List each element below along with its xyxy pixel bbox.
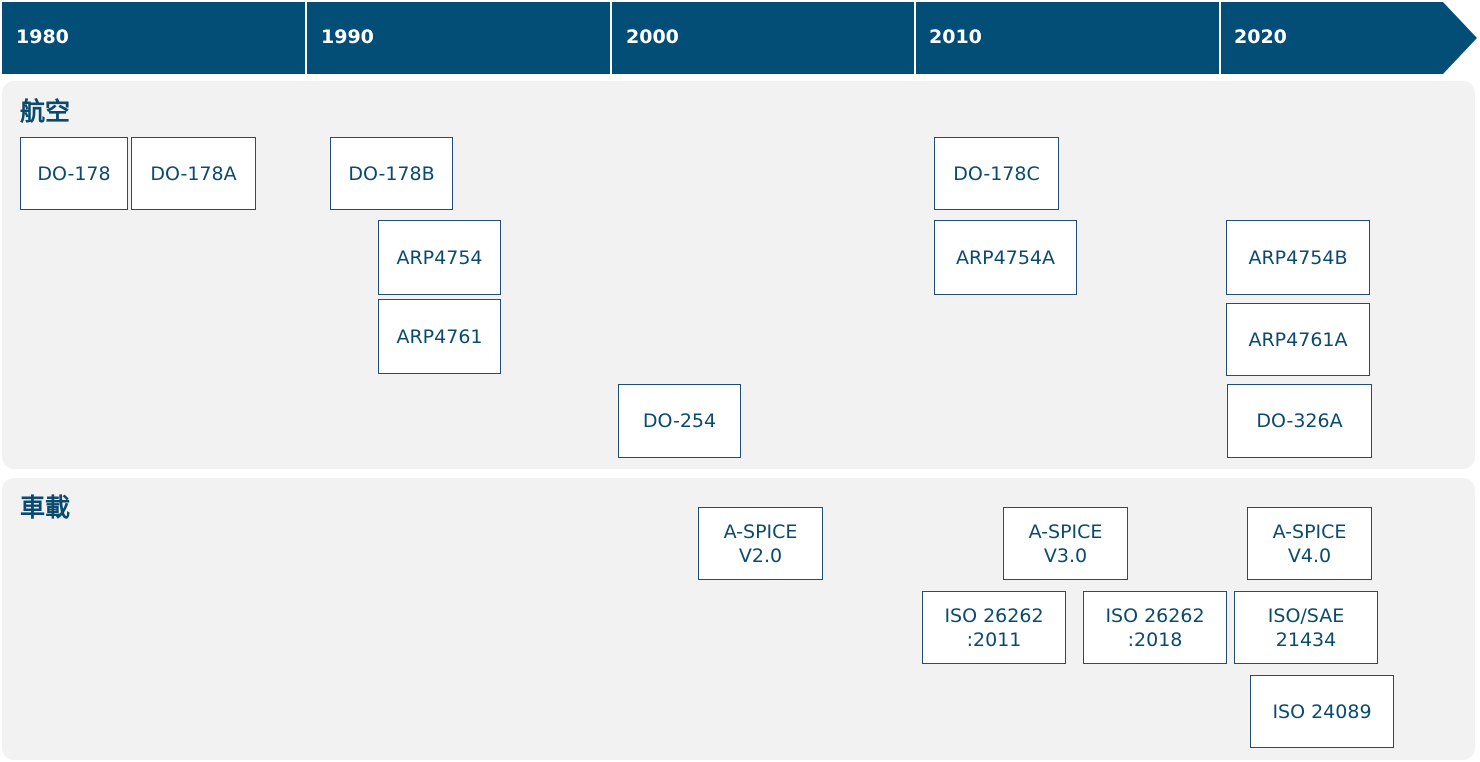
standard-box-arp4761a: ARP4761A bbox=[1226, 303, 1370, 376]
timeline-arrow bbox=[2, 2, 1477, 74]
automotive-section-title: 車載 bbox=[20, 493, 71, 522]
standard-box-iso-26262-2011: ISO 26262 :2011 bbox=[922, 591, 1066, 664]
standard-box-a-spice-v3: A-SPICE V3.0 bbox=[1003, 507, 1128, 580]
standard-box-do-178c: DO-178C bbox=[934, 137, 1059, 210]
year-label-2010: 2010 bbox=[929, 26, 982, 48]
standard-box-iso-sae-21434: ISO/SAE 21434 bbox=[1234, 591, 1378, 664]
standard-box-arp4761: ARP4761 bbox=[378, 299, 501, 374]
standard-box-iso-24089: ISO 24089 bbox=[1250, 675, 1394, 748]
standard-box-do-178: DO-178 bbox=[20, 137, 128, 210]
standard-box-a-spice-v4: A-SPICE V4.0 bbox=[1247, 507, 1372, 580]
aviation-section-title: 航空 bbox=[20, 97, 71, 126]
year-label-1980: 1980 bbox=[16, 26, 69, 48]
standard-box-do-178b: DO-178B bbox=[330, 137, 453, 210]
timeline-header: 1980 1990 2000 2010 2020 bbox=[0, 0, 1480, 76]
standard-box-a-spice-v2: A-SPICE V2.0 bbox=[698, 507, 823, 580]
standard-box-do-178a: DO-178A bbox=[131, 137, 256, 210]
standard-box-arp4754: ARP4754 bbox=[378, 220, 501, 295]
standard-box-do-326a: DO-326A bbox=[1227, 384, 1372, 458]
timeline-arrow-shape bbox=[2, 2, 1477, 74]
year-label-2000: 2000 bbox=[626, 26, 679, 48]
year-label-1990: 1990 bbox=[321, 26, 374, 48]
year-label-2020: 2020 bbox=[1234, 26, 1287, 48]
standard-box-do-254: DO-254 bbox=[618, 384, 741, 458]
standard-box-arp4754a: ARP4754A bbox=[934, 220, 1077, 295]
standard-box-arp4754b: ARP4754B bbox=[1226, 220, 1370, 295]
standard-box-iso-26262-2018: ISO 26262 :2018 bbox=[1083, 591, 1227, 664]
